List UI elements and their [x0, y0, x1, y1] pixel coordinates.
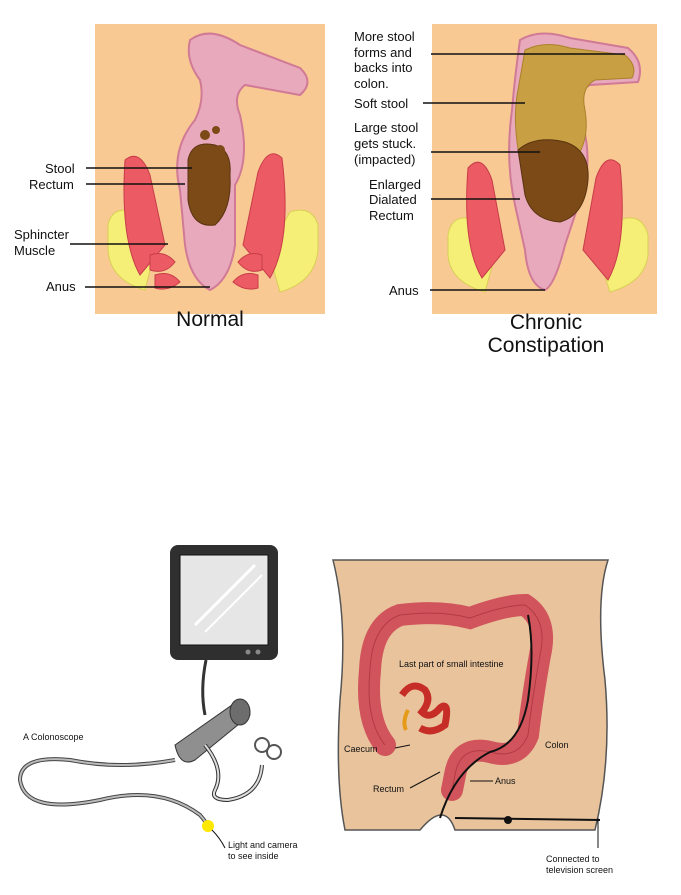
normal-stool-piece — [212, 126, 220, 134]
rectum-leader — [409, 771, 441, 789]
monitor-cable — [201, 659, 208, 716]
monitor-button — [245, 649, 251, 655]
chronic-impacted-stool — [517, 139, 589, 223]
screen-glare — [204, 574, 263, 633]
normal-stool-piece — [200, 130, 210, 140]
normal-sphincter-label-1: Sphincter — [14, 227, 70, 242]
colonoscope-eyepiece — [229, 698, 251, 726]
colon-edge — [368, 604, 543, 791]
camera-tip-icon — [202, 820, 214, 832]
connected-label-1: Connected to — [546, 854, 600, 864]
small-intestine — [399, 682, 451, 735]
chronic-large-stool-label-3: (impacted) — [354, 152, 415, 167]
biopsy-handle-ring — [254, 737, 270, 753]
chronic-muscle-left — [466, 161, 506, 279]
normal-caption: Normal — [176, 308, 244, 331]
chronic-more-stool-label-4: colon. — [354, 76, 389, 91]
chronic-more-stool-label-2: forms and — [354, 45, 412, 60]
normal-stool — [187, 143, 231, 226]
light-camera-label-2: to see inside — [228, 851, 279, 861]
colonoscope-illustration: A Colonoscope Light and camera to see in… — [17, 545, 298, 861]
scope-in-colon — [439, 614, 533, 819]
caecum-label: Caecum — [344, 744, 378, 754]
chronic-panel: More stool forms and backs into colon. S… — [354, 24, 657, 357]
chronic-large-stool-label-1: Large stool — [354, 120, 418, 135]
chronic-enlarged-label-1: Enlarged — [369, 177, 421, 192]
small-intestine-label: Last part of small intestine — [399, 659, 504, 669]
monitor-button — [255, 649, 261, 655]
normal-muscle-right — [242, 153, 286, 279]
chronic-soft-stool — [514, 44, 635, 161]
caecum-leader — [394, 744, 411, 749]
normal-sphincter-label-2: Muscle — [14, 243, 55, 258]
chronic-enlarged-label-2: Dialated — [369, 192, 417, 207]
insertion-tube — [17, 757, 210, 827]
chronic-caption-1: Chronic — [510, 311, 582, 334]
colon-illustration: Last part of small intestine Caecum Colo… — [332, 559, 613, 875]
colon-label: Colon — [545, 740, 569, 750]
chronic-enlarged-label-3: Rectum — [369, 208, 414, 223]
normal-rectum-label: Rectum — [29, 177, 74, 192]
anus-label: Anus — [495, 776, 516, 786]
normal-muscle-left — [123, 155, 166, 276]
connected-label-2: television screen — [546, 865, 613, 875]
colonoscope-cord-inner — [204, 744, 263, 802]
appendix — [402, 709, 410, 731]
external-scope-cable — [454, 817, 601, 821]
screen-glare — [193, 563, 257, 627]
normal-stool-piece — [215, 145, 225, 155]
normal-panel: Stool Rectum Sphincter Muscle Anus Norma… — [14, 24, 325, 331]
scope-connector — [504, 816, 512, 824]
chronic-more-stool-label-3: backs into — [354, 60, 413, 75]
light-camera-label-1: Light and camera — [228, 840, 298, 850]
chronic-soft-stool-label: Soft stool — [354, 96, 408, 111]
biopsy-handle-ring — [266, 744, 282, 760]
normal-anus-label: Anus — [46, 279, 76, 294]
chronic-anus-label: Anus — [389, 283, 419, 298]
normal-sphincter-right — [232, 253, 263, 290]
camera-tip-leader — [211, 829, 226, 849]
chronic-large-stool-label-2: gets stuck. — [354, 136, 416, 151]
chronic-more-stool-label-1: More stool — [354, 29, 415, 44]
chronic-caption-2: Constipation — [488, 334, 605, 357]
chronic-muscle-right — [582, 159, 623, 281]
insertion-tube-inner — [18, 758, 209, 827]
normal-sphincter-left — [149, 253, 181, 290]
monitor-screen — [179, 554, 269, 646]
normal-stool-label: Stool — [45, 161, 75, 176]
colonoscope-label: A Colonoscope — [23, 732, 84, 742]
normal-intestine — [176, 32, 309, 292]
rectum-label: Rectum — [373, 784, 404, 794]
